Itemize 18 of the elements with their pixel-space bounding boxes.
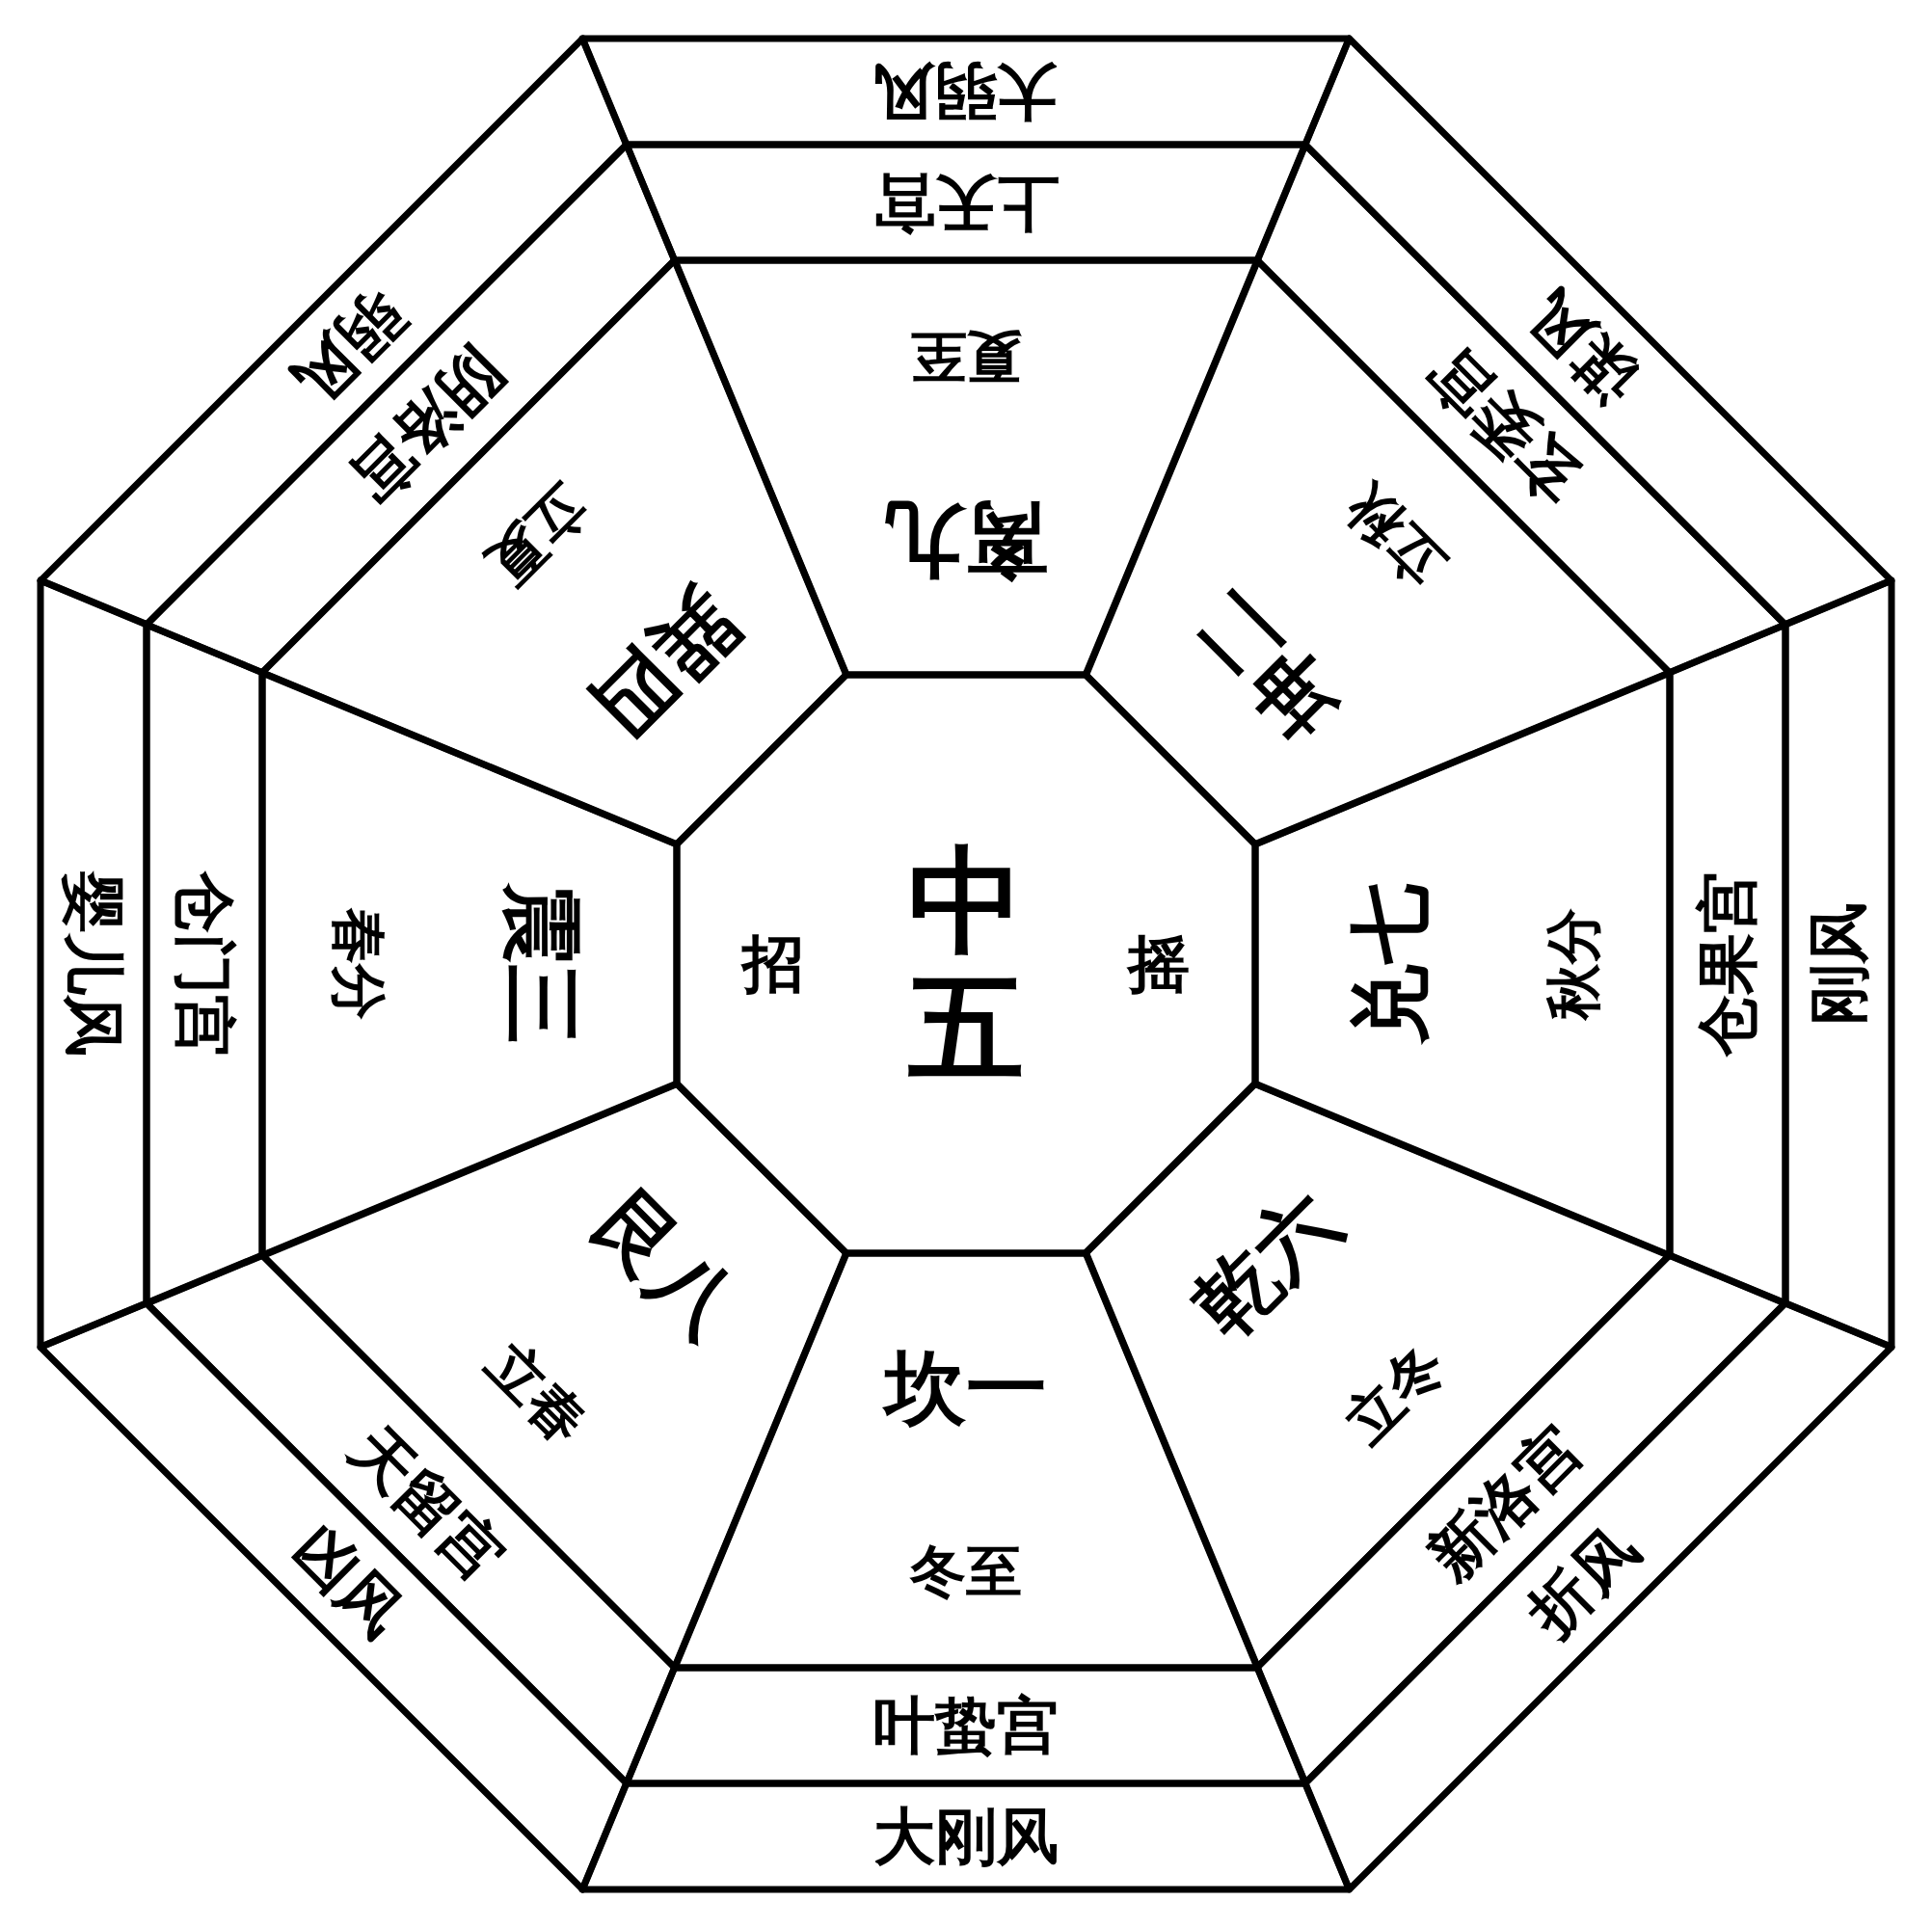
palace-name: 上天宫 — [873, 172, 1059, 233]
wind-name: 刚风 — [1808, 902, 1869, 1026]
season-label: 秋分 — [1545, 908, 1601, 1020]
center-label: 招 — [742, 933, 804, 995]
trigram-label: 离九 — [885, 499, 1047, 580]
center-label: 摇 — [1128, 933, 1190, 995]
trigram-label: 兑七 — [1350, 883, 1431, 1045]
trigram-label: 震三 — [501, 883, 582, 1045]
palace-name: 仓门宫 — [174, 871, 235, 1057]
palace-name: 仓果宫 — [1697, 871, 1758, 1057]
season-label: 夏至 — [910, 329, 1022, 385]
season-label: 冬至 — [910, 1543, 1022, 1599]
wind-name: 婴儿风 — [63, 871, 124, 1057]
palace-name: 叶蛰宫 — [873, 1695, 1059, 1756]
season-label: 春分 — [331, 908, 387, 1020]
center-label: 中五 — [908, 837, 1024, 1091]
wind-name: 大刚风 — [873, 1806, 1059, 1867]
wind-name: 大弱风 — [873, 61, 1059, 122]
